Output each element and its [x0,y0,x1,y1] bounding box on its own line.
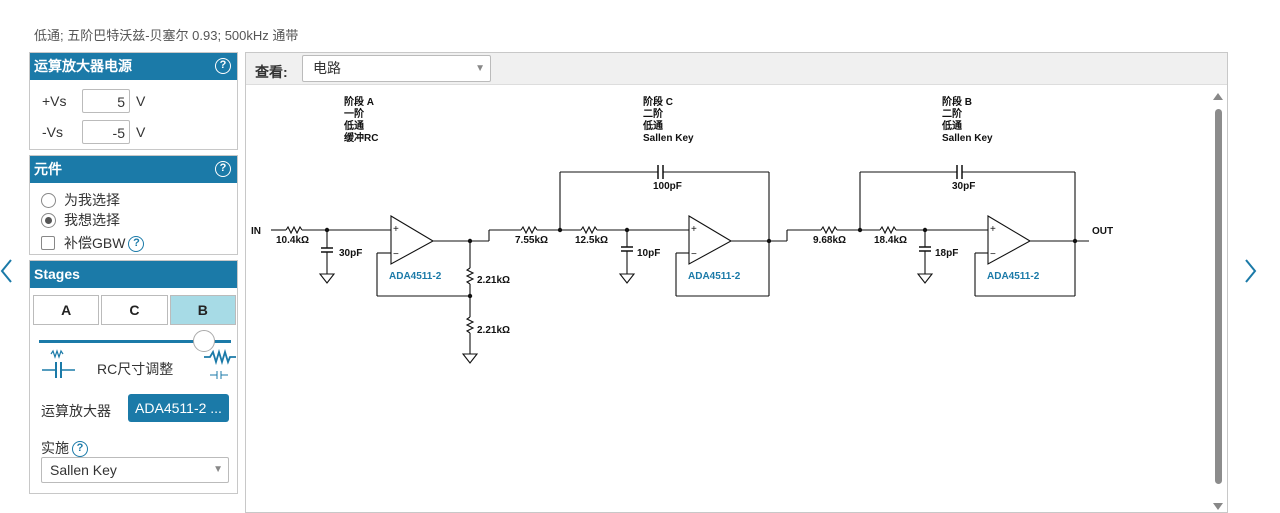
option-auto[interactable]: 为我选择 [41,191,120,209]
stage-b-cfb-label: 30pF [952,181,975,192]
help-icon[interactable]: ? [128,236,145,253]
neg-supply-unit: V [136,124,146,140]
stage-b-type: 低通 [941,119,962,132]
output-label: OUT [1092,226,1113,237]
implementation-value: Sallen Key [50,462,117,478]
stage-button-c[interactable]: C [101,295,168,325]
pos-supply-input[interactable]: 5 [82,89,130,113]
stage-b-topology: Sallen Key [942,133,993,144]
pos-supply-label: +Vs [42,93,67,109]
stage-b-plus-pin: + [990,224,996,235]
opamp-label: 运算放大器 [41,403,111,419]
stage-c-opamp-label[interactable]: ADA4511-2 [688,271,741,282]
stage-a-topology: 缓冲RC [343,131,378,144]
stage-a-rf1-label: 2.21kΩ [477,275,510,286]
view-label: 查看: [255,64,288,80]
chevron-down-icon: ▼ [213,464,223,475]
pos-supply-row: +Vs 5 V [42,89,145,113]
supply-panel: 运算放大器电源 ? +Vs 5 V -Vs -5 V [29,52,238,150]
stages-panel-title: Stages [34,266,80,282]
chevron-left-icon[interactable] [0,258,14,284]
components-panel-header: 元件 ? [30,156,237,183]
radio-manual[interactable] [41,212,56,228]
implementation-label-text: 实施 [41,440,69,456]
components-panel: 元件 ? 为我选择 我想选择 补偿GBW? [29,155,238,255]
compensate-checkbox[interactable] [41,236,55,251]
compensate-label: 补偿GBW [64,235,126,251]
input-label: IN [251,226,261,237]
stage-a-type: 低通 [343,119,364,132]
stage-b-order: 二阶 [942,107,963,120]
stage-b-minus-pin: − [990,249,996,260]
large-rc-icon [204,349,236,379]
help-icon[interactable]: ? [215,161,231,177]
rc-size-slider-track[interactable] [39,340,231,343]
neg-supply-input[interactable]: -5 [82,120,130,144]
neg-supply-row: -Vs -5 V [42,120,145,144]
supply-panel-header: 运算放大器电源 ? [30,53,237,80]
components-panel-title: 元件 [34,161,62,177]
compensate-gbw[interactable]: 补偿GBW? [41,234,145,253]
view-select[interactable]: 电路 ▼ [302,55,491,82]
option-manual[interactable]: 我想选择 [41,211,120,229]
help-icon[interactable]: ? [215,58,231,74]
view-select-value: 电路 [313,60,341,76]
stages-panel: Stages A C B RC尺寸调整 运算放大器 ADA4511-2 ... … [29,260,238,494]
circuit-schematic: IN OUT 阶段 A 一阶 低通 缓冲RC 10.4kΩ 30pF ADA45… [251,95,1113,364]
stage-b-name: 阶段 B [942,95,972,108]
page-subtitle: 低通; 五阶巴特沃兹-贝塞尔 0.93; 500kHz 通带 [34,28,299,43]
stage-c-r1-label: 7.55kΩ [515,235,548,246]
stage-a-r1-label: 10.4kΩ [276,235,309,246]
scroll-up-icon[interactable] [1213,93,1223,100]
stage-c-plus-pin: + [691,224,697,235]
stages-panel-header: Stages [30,261,237,288]
stage-a-name: 阶段 A [344,95,374,108]
stage-c-name: 阶段 C [643,95,673,108]
neg-supply-label: -Vs [42,124,63,140]
rc-size-slider-handle[interactable] [193,330,215,352]
stage-a-rf2-label: 2.21kΩ [477,325,510,336]
implementation-select[interactable]: Sallen Key ▼ [41,457,229,483]
stage-c-minus-pin: − [691,249,697,260]
stage-b-r1-label: 9.68kΩ [813,235,846,246]
stage-a-order: 一阶 [344,107,365,120]
view-toolbar: 查看: 电路 ▼ [246,53,1227,85]
rc-size-label: RC尺寸调整 [97,361,174,377]
stage-a-c1-label: 30pF [339,248,362,259]
stage-a-plus-pin: + [393,224,399,235]
chevron-down-icon: ▼ [475,63,485,74]
radio-auto[interactable] [41,192,56,208]
pos-supply-unit: V [136,93,146,109]
stage-c-type: 低通 [642,119,663,132]
stage-button-a[interactable]: A [33,295,100,325]
stage-c-cgnd-label: 10pF [637,248,660,259]
small-rc-icon [42,349,75,378]
stage-a-opamp-label[interactable]: ADA4511-2 [389,271,442,282]
scroll-thumb[interactable] [1215,109,1222,484]
help-icon[interactable]: ? [72,441,88,458]
stage-b-cgnd-label: 18pF [935,248,958,259]
option-manual-label: 我想选择 [64,212,120,228]
implementation-label: 实施? [41,438,88,458]
stage-b-r2-label: 18.4kΩ [874,235,907,246]
opamp-select-button[interactable]: ADA4511-2 ... [128,394,229,422]
scroll-down-icon[interactable] [1213,503,1223,510]
chevron-right-icon[interactable] [1243,258,1257,284]
left-panel: 运算放大器电源 ? +Vs 5 V -Vs -5 V 元件 ? 为我选择 我想选… [29,52,238,494]
stage-c-r2-label: 12.5kΩ [575,235,608,246]
vertical-scrollbar[interactable] [1212,93,1224,513]
stage-selector: A C B [33,295,236,325]
stage-c-order: 二阶 [643,107,664,120]
stage-button-b[interactable]: B [169,295,236,325]
option-auto-label: 为我选择 [64,192,120,208]
supply-panel-title: 运算放大器电源 [34,58,132,74]
main-panel: 查看: 电路 ▼ [245,52,1228,513]
stage-a-minus-pin: − [393,249,399,260]
stage-b-opamp-label[interactable]: ADA4511-2 [987,271,1040,282]
stage-c-cfb-label: 100pF [653,181,682,192]
stage-c-topology: Sallen Key [643,133,694,144]
